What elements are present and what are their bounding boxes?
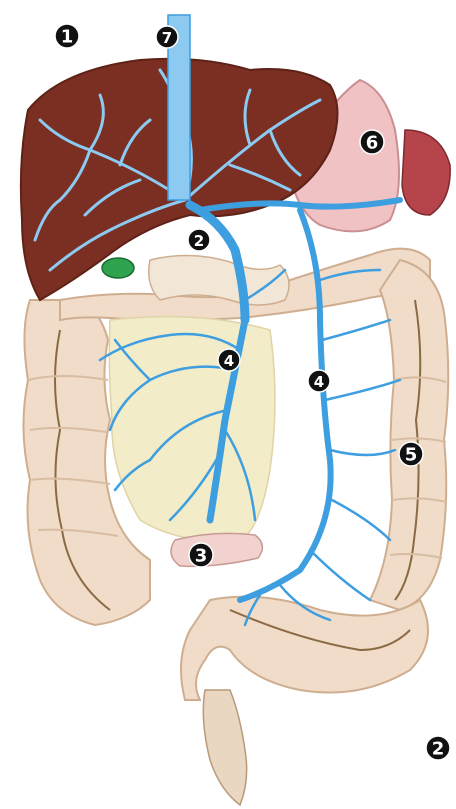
marker-4-right: 4: [308, 370, 330, 392]
marker-6-label: 6: [366, 133, 379, 154]
mesentery: [109, 317, 275, 541]
small-intestine-segment: [171, 533, 262, 566]
marker-2-portal: 2: [188, 229, 210, 251]
gallbladder: [102, 258, 134, 278]
marker-2-portal-label: 2: [194, 232, 204, 250]
marker-1-label: 1: [61, 27, 74, 48]
marker-7: 7: [156, 26, 178, 48]
marker-4-left-label: 4: [224, 352, 234, 370]
duodenum: [149, 255, 289, 305]
marker-6: 6: [360, 130, 384, 154]
rectum: [203, 690, 246, 805]
marker-4-right-label: 4: [314, 373, 324, 391]
marker-7-label: 7: [162, 29, 172, 47]
marker-5: 5: [399, 442, 423, 466]
marker-1: 1: [55, 24, 79, 48]
marker-2-corner: 2: [426, 736, 450, 760]
sigmoid-colon: [181, 597, 428, 700]
marker-3: 3: [189, 543, 213, 567]
marker-2-corner-label: 2: [432, 739, 445, 760]
marker-5-label: 5: [405, 445, 418, 466]
spleen: [402, 130, 450, 215]
marker-3-label: 3: [195, 546, 208, 567]
marker-4-left: 4: [218, 349, 240, 371]
